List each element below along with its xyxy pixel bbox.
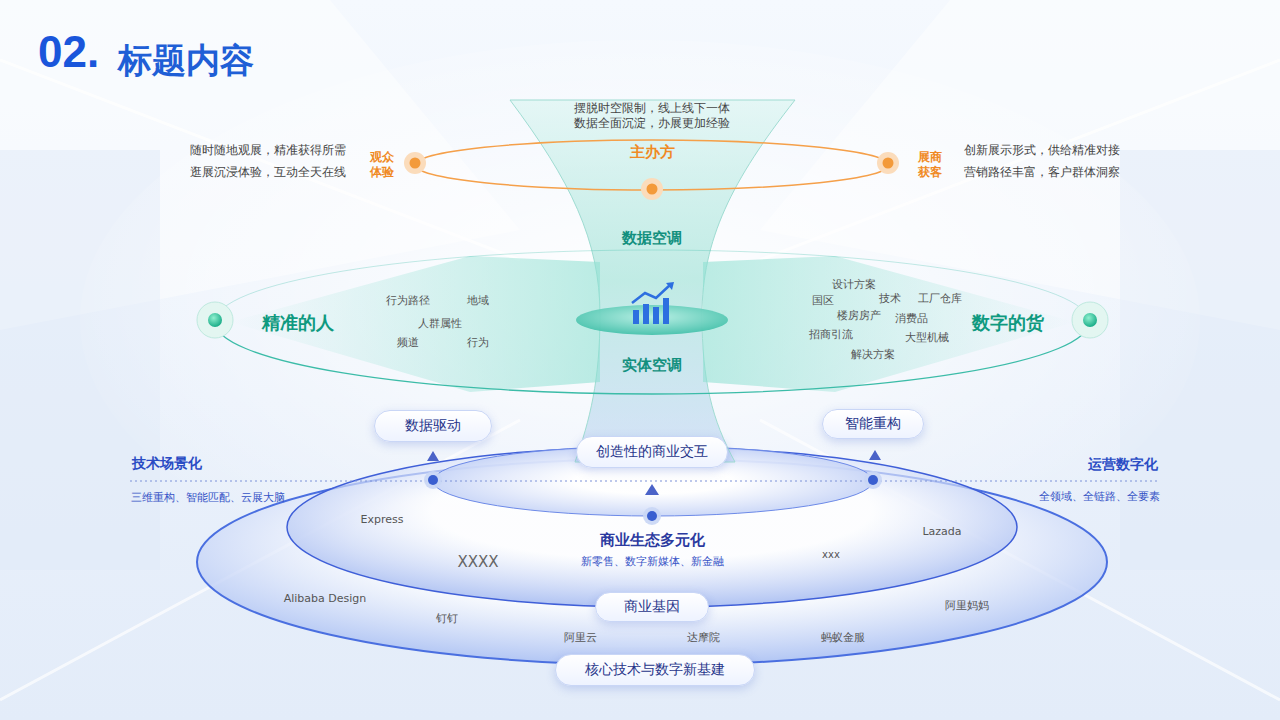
text-label: 技术 xyxy=(879,292,901,306)
text-label: 主办方 xyxy=(630,143,675,162)
pill-box: 数据驱动 xyxy=(374,410,492,442)
dot xyxy=(647,184,658,195)
text-label: 行为 xyxy=(467,336,489,350)
text-label: 地域 xyxy=(467,294,489,308)
dot-halo xyxy=(1072,302,1108,338)
bar xyxy=(643,304,649,324)
text-label: 实体空调 xyxy=(622,356,682,375)
text-label: 工厂仓库 xyxy=(918,292,962,306)
corridor-background xyxy=(0,0,1280,700)
dot xyxy=(1083,313,1097,327)
trend-line xyxy=(632,285,670,303)
pill-box: 创造性的商业交互 xyxy=(576,436,728,468)
text-label: 解决方案 xyxy=(851,348,895,362)
chart-icon xyxy=(632,282,674,324)
box-text: 商业基因 xyxy=(624,598,680,616)
text-label: Lazada xyxy=(922,525,961,539)
text-label: 数据空调 xyxy=(622,229,682,248)
plane-wedge xyxy=(703,256,1075,392)
text-label: 国区 xyxy=(812,294,834,308)
up-triangle xyxy=(427,451,439,461)
text-label: 观众体验 xyxy=(370,150,396,180)
dot-halo xyxy=(404,152,426,174)
dot-halo xyxy=(877,152,899,174)
blue-rings xyxy=(130,446,1160,665)
dot xyxy=(208,313,222,327)
text-label: 蚂蚁金服 xyxy=(821,631,865,645)
text-label: 摆脱时空限制，线上线下一体 数据全面沉淀，办展更加经验 xyxy=(567,101,737,131)
text-label: 精准的人 xyxy=(262,312,334,335)
text-label: 达摩院 xyxy=(687,631,720,645)
page-title: 标题内容 xyxy=(118,42,254,79)
text-label: 商业生态多元化 xyxy=(600,531,705,550)
bar xyxy=(663,298,669,324)
orange-ring xyxy=(404,140,899,200)
text-label: 钉钉 xyxy=(436,612,458,626)
text-label: xxx xyxy=(822,549,840,562)
green-plane xyxy=(197,250,1108,394)
dotted-axis xyxy=(130,481,1160,482)
center-disk xyxy=(576,305,728,335)
dot-halo xyxy=(197,302,233,338)
text-label: 展商获客 xyxy=(918,150,944,180)
text-label: 数字的货 xyxy=(972,312,1044,335)
dot xyxy=(410,158,421,169)
text-label: 行为路径 xyxy=(386,294,430,308)
text-label: 消费品 xyxy=(895,312,928,326)
text-label: 大型机械 xyxy=(905,331,949,345)
trend-arrow xyxy=(666,282,674,290)
pill-box: 商业基因 xyxy=(595,592,709,622)
text-label: 阿里妈妈 xyxy=(945,599,989,613)
plane-wedge xyxy=(230,256,600,392)
up-triangle xyxy=(869,450,881,460)
dot xyxy=(647,511,657,521)
box-text: 创造性的商业交互 xyxy=(596,443,708,461)
dot-halo xyxy=(424,471,442,489)
box-text: 数据驱动 xyxy=(405,417,461,435)
dot-halo xyxy=(643,507,661,525)
dot xyxy=(428,475,438,485)
bar xyxy=(653,307,659,324)
dot-halo xyxy=(864,471,882,489)
text-label: 三维重构、智能匹配、云展大脑 xyxy=(131,491,285,505)
dot xyxy=(883,158,894,169)
pill-box: 核心技术与数字新基建 xyxy=(555,654,755,686)
text-label: 设计方案 xyxy=(832,278,876,292)
dot-halo xyxy=(641,178,663,200)
text-label: 全领域、全链路、全要素 xyxy=(1039,490,1160,504)
text-label: Alibaba Design xyxy=(284,592,367,606)
text-label: 技术场景化 xyxy=(132,455,202,473)
text-label: 人群属性 xyxy=(418,317,462,331)
text-label: 阿里云 xyxy=(564,631,597,645)
middle-ring xyxy=(287,447,1017,607)
text-label: 运营数字化 xyxy=(1088,456,1158,474)
box-text: 智能重构 xyxy=(845,415,901,433)
text-label: 楼房房产 xyxy=(837,309,881,323)
up-triangle xyxy=(645,484,659,495)
text-label: 创新展示形式，供给精准对接 营销路径丰富，客户群体洞察 xyxy=(964,139,1134,183)
text-label: Express xyxy=(361,513,404,527)
text-label: 新零售、数字新媒体、新金融 xyxy=(581,555,724,569)
box-text: 核心技术与数字新基建 xyxy=(585,661,725,679)
text-label: XXXX xyxy=(457,553,498,572)
text-label: 频道 xyxy=(397,336,419,350)
dot xyxy=(868,475,878,485)
pill-box: 智能重构 xyxy=(822,409,924,439)
text-label: 02. xyxy=(38,30,99,74)
text-label: 招商引流 xyxy=(809,328,853,342)
text-label: 随时随地观展，精准获得所需 逛展沉浸体验，互动全天在线 xyxy=(190,139,360,183)
bar xyxy=(633,310,639,324)
